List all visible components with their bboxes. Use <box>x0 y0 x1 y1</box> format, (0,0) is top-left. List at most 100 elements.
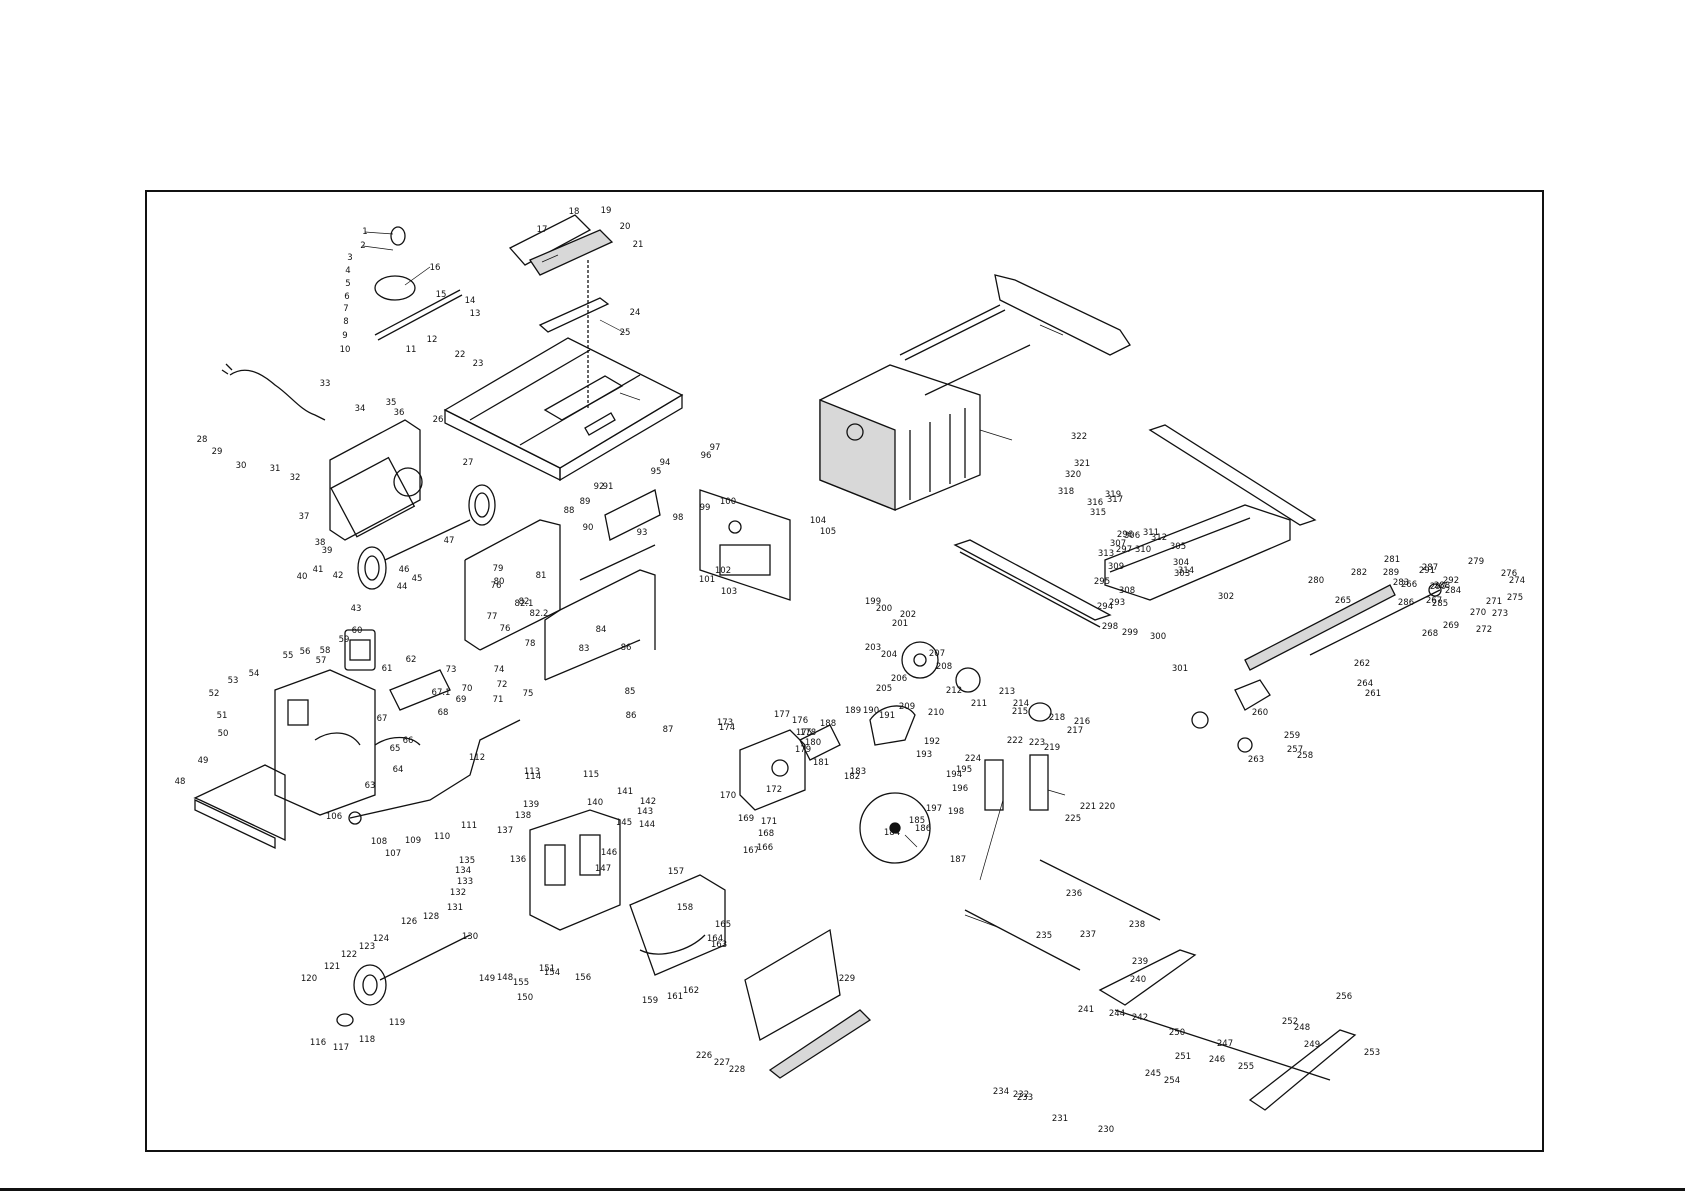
part-number-label: 266 <box>1400 579 1418 590</box>
part-number-label: 300 <box>1149 631 1167 642</box>
part-number-label: 157 <box>667 866 685 877</box>
part-number-label: 196 <box>951 783 969 794</box>
part-number-label: 235 <box>1035 930 1053 941</box>
part-number-label: 178 <box>799 727 817 738</box>
part-number-label: 146 <box>600 847 618 858</box>
part-number-label: 303 <box>1173 568 1191 579</box>
rail-rear <box>1148 424 1317 526</box>
part-number-label: 262 <box>1353 658 1371 669</box>
part-number-label: 113 <box>523 766 541 777</box>
part-number-label: 204 <box>880 649 898 660</box>
diagram-frame <box>145 190 1544 1152</box>
saw-blade <box>859 792 931 864</box>
part-number-label: 286 <box>1397 597 1415 608</box>
part-number-label: 47 <box>443 535 455 546</box>
part-number-label: 310 <box>1134 544 1152 555</box>
rip-fence-lock <box>374 226 463 341</box>
part-number-label: 230 <box>1097 1124 1115 1135</box>
part-number-label: 244 <box>1108 1008 1126 1019</box>
leader-lines <box>362 231 1066 929</box>
part-number-label: 98 <box>672 512 684 523</box>
part-number-label: 254 <box>1163 1075 1181 1086</box>
switch-box <box>344 629 376 671</box>
wheel-upper <box>468 484 496 526</box>
part-number-label: 223 <box>1028 737 1046 748</box>
part-number-label: 189 <box>844 705 862 716</box>
part-number-label: 276 <box>1500 568 1518 579</box>
part-number-label: 294 <box>1096 601 1114 612</box>
part-number-label: 320 <box>1064 469 1082 480</box>
part-number-label: 26 <box>432 414 444 425</box>
part-number-label: 19 <box>600 205 612 216</box>
part-number-label: 135 <box>458 855 476 866</box>
part-number-label: 302 <box>1217 591 1235 602</box>
part-number-label: 206 <box>890 673 908 684</box>
part-number-label: 222 <box>1006 735 1024 746</box>
part-number-label: 170 <box>719 790 737 801</box>
part-number-label: 279 <box>1467 556 1485 567</box>
part-number-label: 131 <box>446 902 464 913</box>
part-number-label: 112 <box>468 752 486 763</box>
part-number-label: 158 <box>676 902 694 913</box>
trunnion-front <box>274 669 376 816</box>
arbor-bracket <box>799 724 841 761</box>
part-number-label: 182 <box>843 771 861 782</box>
part-number-label: 10 <box>339 344 351 355</box>
part-number-label: 295 <box>1093 576 1111 587</box>
part-number-label: 28 <box>196 434 208 445</box>
part-number-label: 192 <box>923 736 941 747</box>
part-number-label: 217 <box>1066 725 1084 736</box>
part-number-label: 309 <box>1107 561 1125 572</box>
wheel-lower <box>357 519 471 590</box>
part-number-label: 137 <box>496 825 514 836</box>
part-number-label: 33 <box>319 378 331 389</box>
part-number-label: 88 <box>563 505 575 516</box>
part-number-label: 263 <box>1247 754 1265 765</box>
part-number-label: 271 <box>1485 596 1503 607</box>
part-number-label: 287 <box>1421 562 1439 573</box>
part-number-label: 179 <box>794 744 812 755</box>
base-housing-left <box>329 419 423 541</box>
part-number-label: 319 <box>1104 489 1122 500</box>
part-number-label: 150 <box>516 992 534 1003</box>
part-number-label: 177 <box>773 709 791 720</box>
part-number-label: 24 <box>629 307 641 318</box>
part-number-label: 296 <box>1116 529 1134 540</box>
front-label <box>193 764 286 850</box>
part-number-label: 17 <box>536 224 548 235</box>
part-number-label: 99 <box>699 502 711 513</box>
part-number-label: 38 <box>314 537 326 548</box>
part-number-label: 297 <box>1115 544 1133 555</box>
part-number-label: 6 <box>344 291 350 302</box>
part-number-label: 64 <box>392 764 404 775</box>
part-number-label: 261 <box>1364 688 1382 699</box>
part-number-label: 124 <box>372 933 390 944</box>
part-number-label: 81 <box>535 570 547 581</box>
part-number-label: 84 <box>595 624 607 635</box>
part-number-label: 240 <box>1129 974 1147 985</box>
part-number-label: 213 <box>998 686 1016 697</box>
part-number-label: 236 <box>1065 888 1083 899</box>
part-number-label: 306 <box>1123 530 1141 541</box>
part-number-label: 42 <box>332 570 344 581</box>
part-number-label: 259 <box>1283 730 1301 741</box>
part-number-label: 78 <box>524 638 536 649</box>
part-number-label: 107 <box>384 848 402 859</box>
part-number-label: 58 <box>319 645 331 656</box>
part-number-label: 130 <box>461 931 479 942</box>
part-number-label: 201 <box>891 618 909 629</box>
part-number-label: 83 <box>578 643 590 654</box>
part-number-label: 27 <box>462 457 474 468</box>
part-number-label: 269 <box>1442 620 1460 631</box>
extension-table-upper <box>899 274 1131 396</box>
throat-plate <box>538 297 610 333</box>
part-number-label: 184 <box>883 827 901 838</box>
part-number-label: 252 <box>1281 1016 1299 1027</box>
part-number-label: 148 <box>496 972 514 983</box>
part-number-label: 45 <box>411 573 423 584</box>
part-number-label: 267 <box>1425 595 1443 606</box>
part-number-label: 183 <box>849 766 867 777</box>
part-number-label: 110 <box>433 831 451 842</box>
part-number-label: 316 <box>1086 497 1104 508</box>
part-number-label: 73 <box>445 664 457 675</box>
